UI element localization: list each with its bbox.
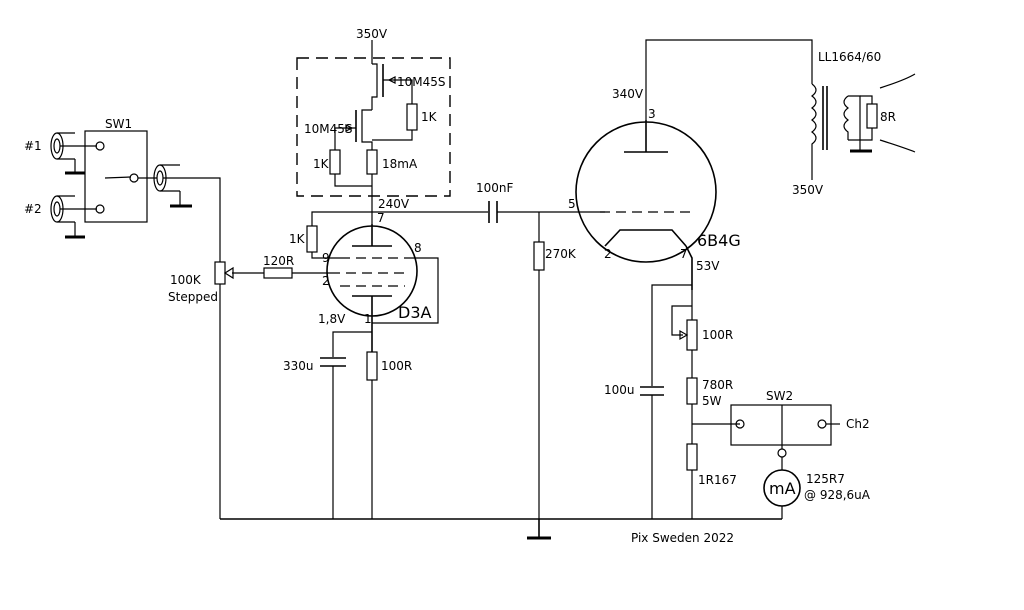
label-100nf: 100nF [476,181,514,195]
label-tube-6b4g: 6B4G [697,231,741,250]
label-6b4g-pin7: 7 [680,247,688,261]
d3a-pin9-wire [311,252,340,259]
capacitor-100u [640,284,692,519]
label-100u: 100u [604,383,635,397]
label-input-1: #1 [24,139,42,153]
label-780r: 780R [702,378,733,392]
output-jack-sw1 [138,164,221,262]
label-stepped: Stepped [168,290,218,304]
label-d3a-pin7: 7 [377,211,385,225]
label-d3a-pin1: 1 [364,312,372,326]
resistor-100r-cathode [366,351,378,519]
label-d3a-pin8: 8 [414,241,422,255]
label-1r167: 1R167 [698,473,737,487]
mosfet-lower [334,109,373,150]
label-transformer: LL1664/60 [818,50,881,64]
output-transformer [811,73,916,180]
label-ch2: Ch2 [846,417,870,431]
mosfet-upper [371,63,413,110]
label-input-2: #2 [24,202,42,216]
label-340v: 340V [612,87,644,101]
label-d3a-pin9: 9 [322,251,330,265]
label-928-6ua: @ 928,6uA [804,488,871,502]
label-ma-meter: mA [769,479,796,498]
label-mosfet-upper: 10M45S [397,75,446,89]
label-18ma: 18mA [382,157,418,171]
resistor-1k-ccs-right [372,103,418,141]
label-125r7: 125R7 [806,472,845,486]
label-100r-cathode: 100R [381,359,412,373]
resistor-18ma-sense [366,149,378,212]
tube-6b4g [575,120,717,263]
d3a-pin8-strap [372,257,439,324]
label-350v-top: 350V [356,27,388,41]
resistor-270k [533,212,545,519]
label-100r-pot: 100R [702,328,733,342]
label-1k-ccs-left: 1K [313,157,330,171]
resistor-1k-anode [306,211,373,253]
bias-pot-100r [671,290,698,378]
label-1k-anode: 1K [289,232,306,246]
output-cathode-wire [685,245,693,290]
label-350v-transformer: 350V [792,183,824,197]
label-1-8v: 1,8V [318,312,346,326]
resistor-1r167 [686,423,740,519]
label-120r: 120R [263,254,294,268]
volume-pot-100k [214,261,264,519]
label-sw1: SW1 [105,117,132,131]
label-330u: 330u [283,359,314,373]
capacitor-100nf [488,201,605,223]
label-sw2: SW2 [766,389,793,403]
resistor-780r [686,377,698,444]
label-100k: 100K [170,273,202,287]
selector-switch-sw1 [84,130,148,223]
output-plate-wire [645,39,813,120]
label-6b4g-pin2: 2 [604,247,612,261]
input-jack-1 [50,132,97,175]
label-d3a-pin2: 2 [322,274,330,288]
label-8r: 8R [880,110,896,124]
label-credit: Pix Sweden 2022 [631,531,734,545]
label-53v: 53V [696,259,720,273]
label-270k: 270K [545,247,577,261]
label-6b4g-pin5: 5 [568,197,576,211]
label-1k-ccs-right: 1K [421,110,438,124]
label-tube-d3a: D3A [398,303,432,322]
label-6b4g-pin3: 3 [648,107,656,121]
resistor-1k-ccs-left [329,149,372,187]
label-mosfet-lower: 10M45S [304,122,353,136]
switch-sw2 [730,404,840,458]
ccs-box [296,57,451,197]
capacitor-330u [320,331,372,519]
label-240v: 240V [378,197,410,211]
label-5w: 5W [702,394,722,408]
input-jack-2 [50,195,97,239]
resistor-120r [263,267,330,279]
milliammeter [763,457,801,519]
